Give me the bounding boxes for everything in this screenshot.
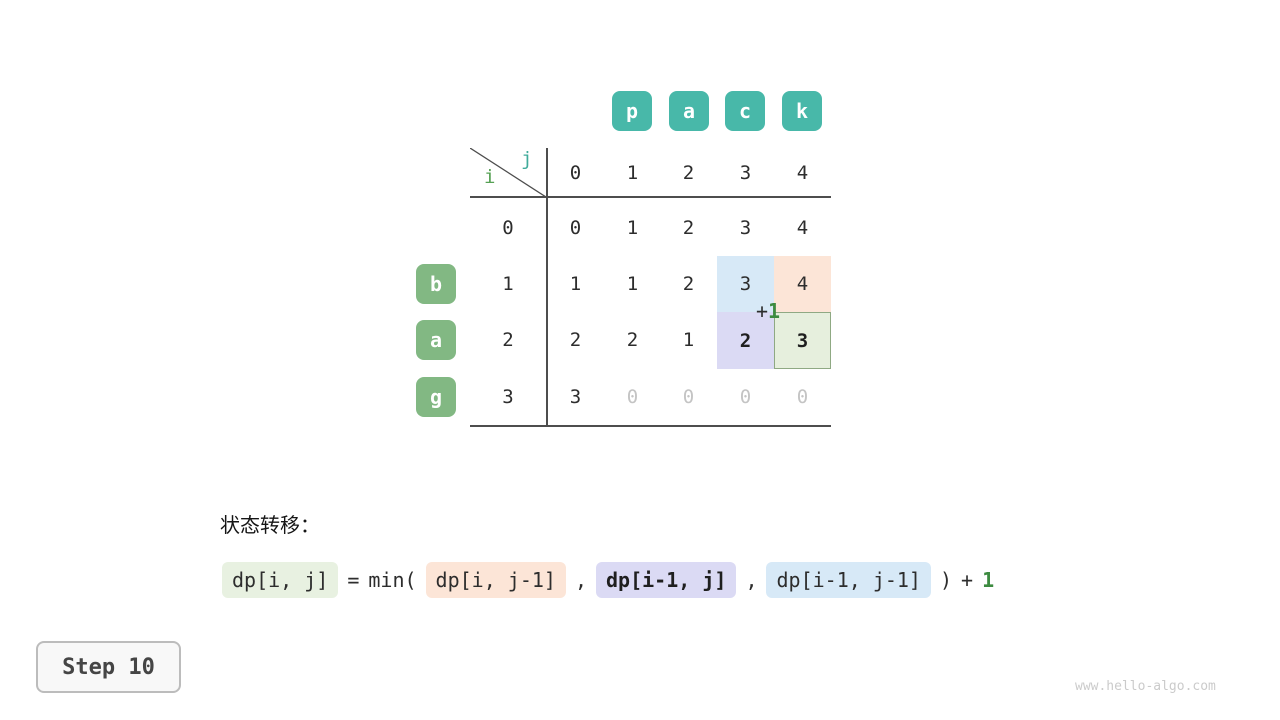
dp-cell: 0	[739, 386, 752, 408]
plus-sign: +	[756, 299, 769, 323]
row-letter-chip-a: a	[416, 320, 456, 360]
col-letter-chip-c: c	[725, 91, 765, 131]
dp-cell: 4	[796, 217, 809, 239]
watermark: www.hello-algo.com	[1075, 679, 1216, 694]
header-underline	[470, 196, 831, 198]
dp-cell: 1	[682, 329, 695, 351]
state-transition-formula: dp[i, j] = min( dp[i, j-1] , dp[i-1, j] …	[222, 562, 994, 598]
formula-equals: =	[347, 568, 360, 592]
formula-dp-im1-j: dp[i-1, j]	[596, 562, 737, 598]
dp-cell-current: 3	[774, 312, 831, 369]
formula-dp-im1-jm1: dp[i-1, j-1]	[766, 562, 931, 598]
formula-label: 状态转移：	[220, 513, 320, 537]
dp-cell: 0	[682, 386, 695, 408]
corner-diagonal	[470, 148, 546, 197]
dp-cell: 0	[626, 386, 639, 408]
dp-cell-highlight-purple: 2	[717, 312, 774, 369]
dp-cell-highlight-blue: 3	[717, 256, 774, 312]
corner-i-label: i	[484, 166, 496, 188]
col-index: 0	[569, 161, 582, 184]
row-index: 1	[502, 273, 514, 295]
row-index: 3	[502, 386, 514, 408]
dp-cell: 2	[682, 217, 695, 239]
col-letter-chip-a: a	[669, 91, 709, 131]
corner-j-label: j	[521, 148, 533, 170]
dp-cell: 1	[626, 273, 639, 295]
row-letter-chip-g: g	[416, 377, 456, 417]
col-index: 4	[796, 161, 809, 184]
col-index: 2	[682, 161, 695, 184]
row-letter-chip-b: b	[416, 264, 456, 304]
plus-one-annotation: +1	[756, 299, 780, 323]
dp-cell: 1	[569, 273, 582, 295]
formula-plus: +	[961, 568, 974, 592]
formula-min-open: min(	[368, 568, 417, 592]
formula-comma: ,	[574, 568, 588, 592]
col-letter-chip-p: p	[612, 91, 652, 131]
dp-cell: 3	[739, 217, 752, 239]
dp-cell: 3	[569, 386, 582, 408]
formula-dp-i-jm1: dp[i, j-1]	[425, 562, 566, 598]
formula-plus-one-value: 1	[982, 568, 995, 592]
dp-cell: 2	[682, 273, 695, 295]
col-index: 1	[626, 161, 639, 184]
dp-cell: 2	[569, 329, 582, 351]
dp-cell: 1	[626, 217, 639, 239]
col-letter-chip-k: k	[782, 91, 822, 131]
table-bottom-line	[470, 425, 831, 427]
dp-cell: 2	[626, 329, 639, 351]
formula-comma: ,	[745, 568, 758, 592]
row-index: 2	[502, 329, 514, 351]
dp-cell: 0	[796, 386, 809, 408]
dp-cell-highlight-orange: 4	[774, 256, 831, 312]
formula-close-paren: )	[939, 568, 953, 592]
col-index: 3	[739, 161, 752, 184]
table-vertical-line	[546, 148, 548, 427]
dp-cell: 0	[569, 217, 582, 239]
plus-one-value: 1	[768, 299, 781, 323]
row-index: 0	[502, 217, 514, 239]
formula-dp-ij: dp[i, j]	[222, 562, 339, 598]
step-badge: Step 10	[36, 641, 181, 693]
